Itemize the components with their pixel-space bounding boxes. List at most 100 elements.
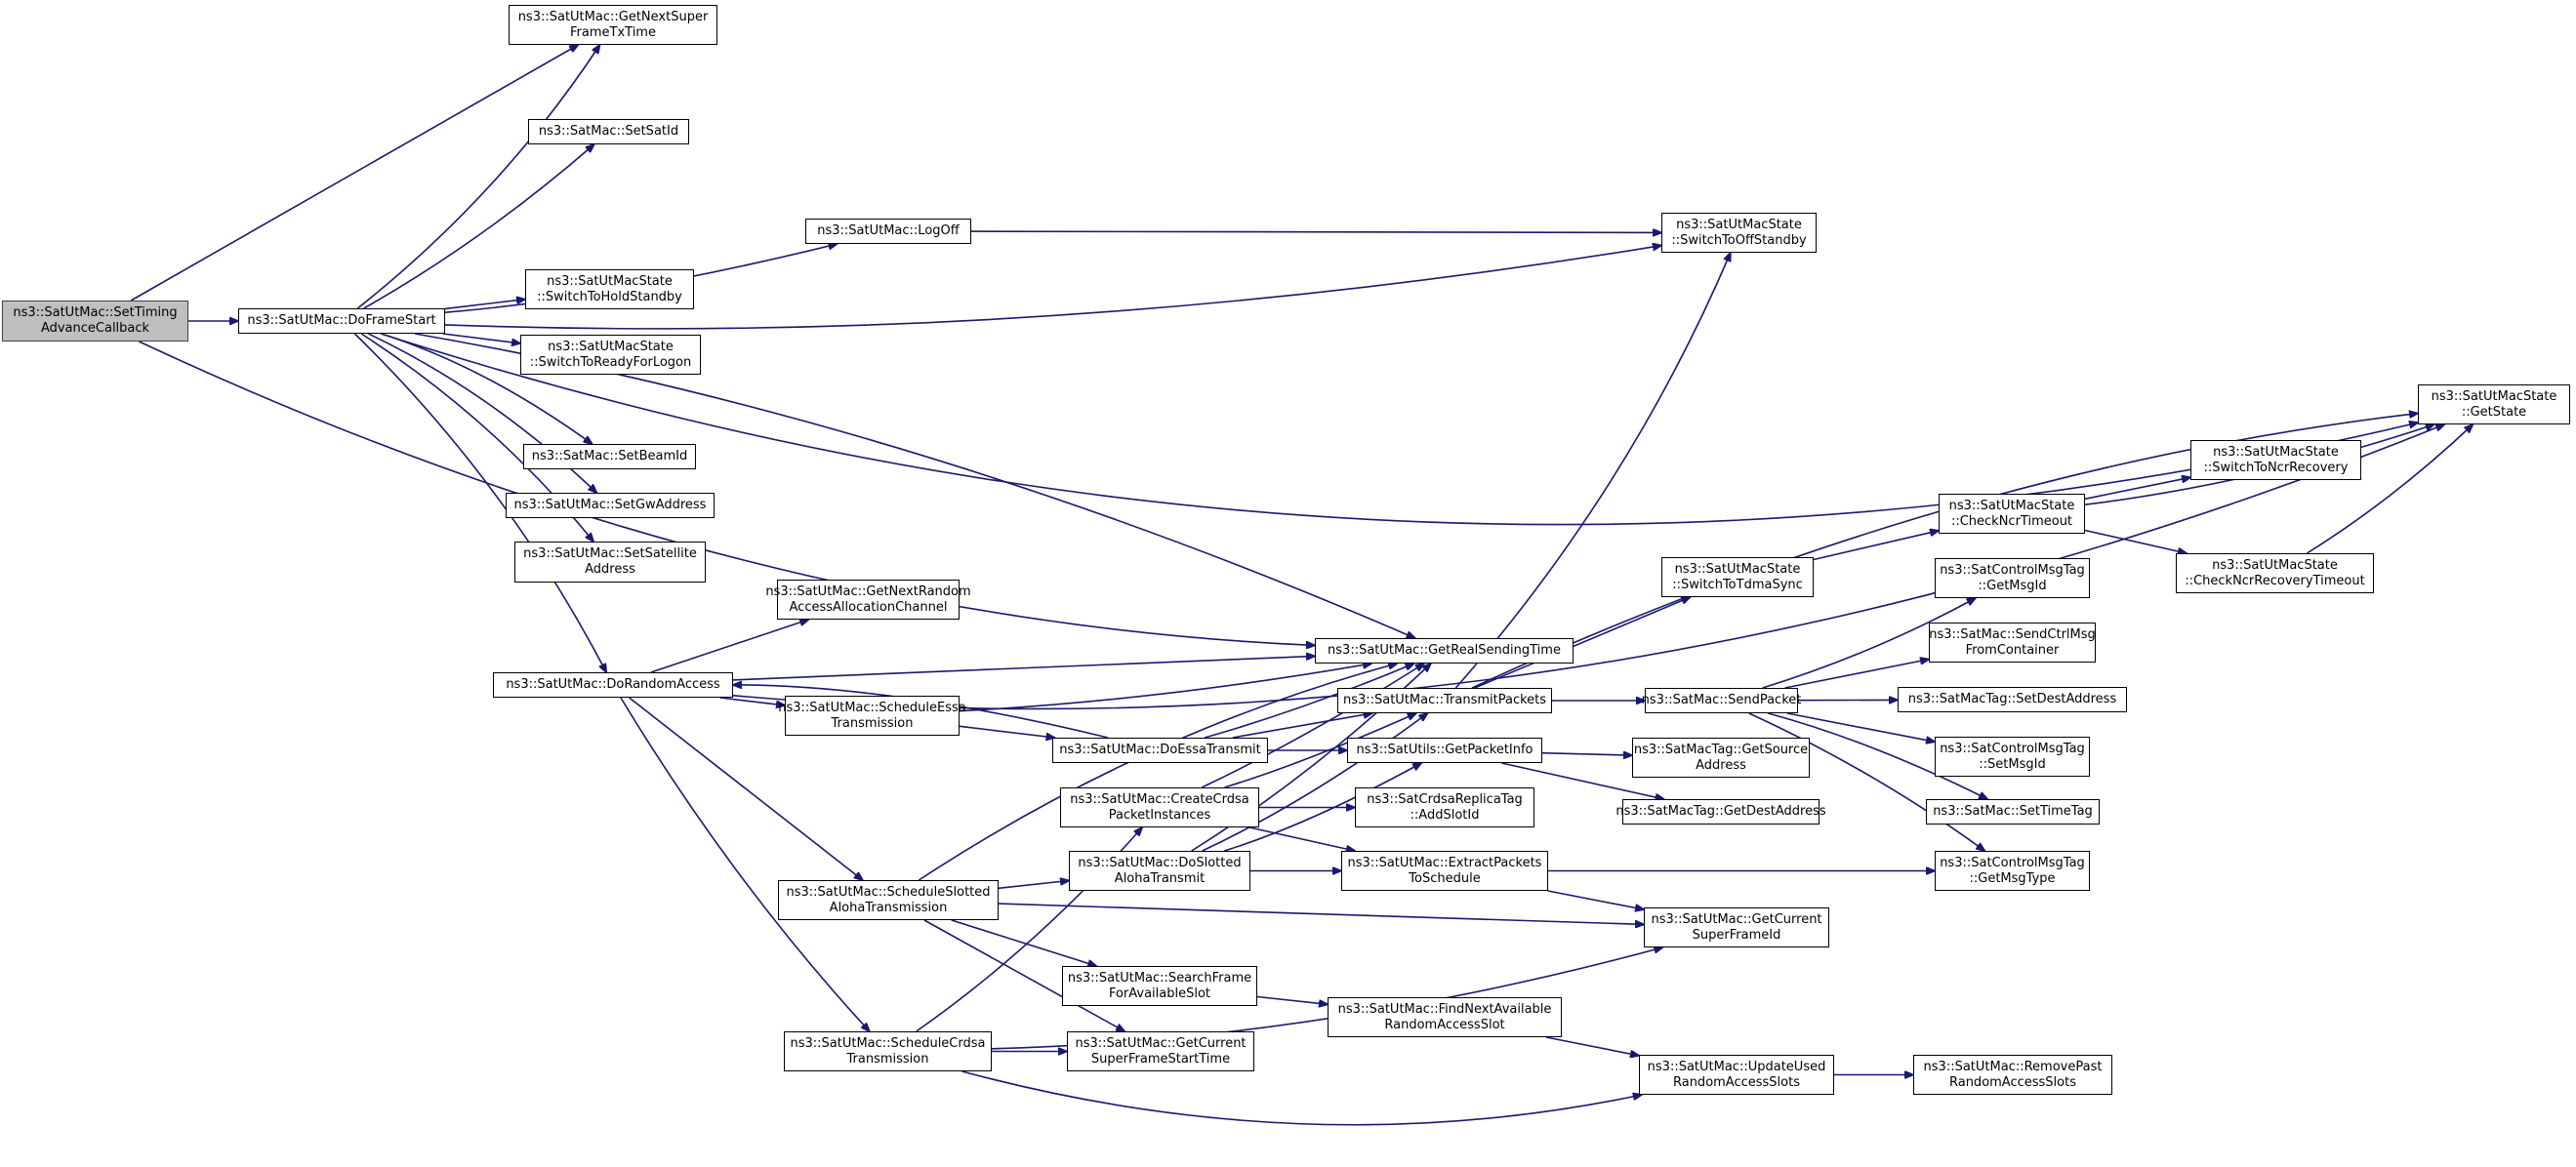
- node-label-line: ToSchedule: [1409, 871, 1480, 887]
- node-send-packet[interactable]: ns3::SatMac::SendPacket: [1645, 688, 1798, 713]
- node-label-line: Transmission: [832, 716, 914, 732]
- call-edge: [131, 45, 578, 301]
- call-edge: [1249, 827, 1355, 851]
- node-label-line: ns3::SatUtMac::RemovePast: [1924, 1060, 2103, 1075]
- call-edge: [960, 726, 1055, 738]
- call-edge: [621, 698, 870, 1031]
- node-set-sat-id[interactable]: ns3::SatMac::SetSatId: [528, 119, 689, 144]
- node-transmit-packets[interactable]: ns3::SatUtMac::TransmitPackets: [1337, 688, 1552, 713]
- node-label-line: ns3::SatUtMacState: [2213, 445, 2339, 461]
- node-add-slot-id[interactable]: ns3::SatCrdsaReplicaTag::AddSlotId: [1355, 787, 1534, 827]
- node-label-line: ns3::SatUtMacState: [1675, 562, 1801, 578]
- node-label-line: SuperFrameId: [1693, 928, 1781, 944]
- node-label-line: ns3::SatUtMac::GetCurrent: [1651, 912, 1821, 928]
- node-set-dest-address[interactable]: ns3::SatMacTag::SetDestAddress: [1898, 687, 2127, 712]
- node-check-ncr-recovery-timeout[interactable]: ns3::SatUtMacState::CheckNcrRecoveryTime…: [2176, 553, 2374, 593]
- node-label-line: ns3::SatUtMac::GetRealSendingTime: [1328, 643, 1561, 659]
- call-edge: [919, 664, 1397, 880]
- node-label-line: ns3::SatUtMacState: [548, 340, 674, 355]
- node-label-line: ::SwitchToNcrRecovery: [2204, 461, 2349, 476]
- node-label-line: ns3::SatControlMsgTag: [1940, 563, 2085, 579]
- node-set-time-tag[interactable]: ns3::SatMac::SetTimeTag: [1926, 799, 2100, 825]
- node-do-frame-start[interactable]: ns3::SatUtMac::DoFrameStart: [238, 308, 445, 334]
- node-label-line: ns3::SatUtMacState: [1676, 218, 1802, 233]
- node-do-essa-transmit[interactable]: ns3::SatUtMac::DoEssaTransmit: [1052, 738, 1268, 763]
- node-do-random-access[interactable]: ns3::SatUtMac::DoRandomAccess: [493, 672, 733, 698]
- node-label-line: AdvanceCallback: [41, 321, 149, 337]
- node-set-gw-address[interactable]: ns3::SatUtMac::SetGwAddress: [506, 493, 715, 518]
- call-edge: [445, 300, 525, 309]
- node-label-line: AccessAllocationChannel: [790, 600, 948, 616]
- node-label-line: FromContainer: [1966, 643, 2060, 659]
- node-set-msg-id[interactable]: ns3::SatControlMsgTag::SetMsgId: [1935, 737, 2090, 777]
- node-label-line: Transmission: [847, 1052, 929, 1067]
- call-edge: [1548, 891, 1644, 909]
- call-edge: [1203, 713, 1428, 851]
- node-label-line: ns3::SatUtMac::LogOff: [817, 223, 959, 239]
- node-label-line: ns3::SatMac::SendPacket: [1642, 693, 1802, 708]
- node-label-line: ns3::SatMac::SetSatId: [539, 124, 678, 140]
- node-label-line: ns3::SatUtMac::GetCurrent: [1075, 1036, 1246, 1052]
- node-label-line: ns3::SatUtMac::ScheduleEssa: [778, 701, 966, 716]
- node-set-beam-id[interactable]: ns3::SatMac::SetBeamId: [523, 444, 696, 469]
- node-get-msg-type[interactable]: ns3::SatControlMsgTag::GetMsgType: [1935, 851, 2090, 891]
- node-switch-to-off-standby[interactable]: ns3::SatUtMacState::SwitchToOffStandby: [1661, 213, 1817, 253]
- node-label-line: ns3::SatUtMac::ScheduleCrdsa: [791, 1036, 986, 1052]
- node-get-packet-info[interactable]: ns3::SatUtils::GetPacketInfo: [1347, 738, 1542, 763]
- node-label-line: ns3::SatControlMsgTag: [1940, 856, 2085, 871]
- node-label-line: ::CheckNcrTimeout: [1951, 514, 2072, 530]
- node-switch-to-hold-standby[interactable]: ns3::SatUtMacState::SwitchToHoldStandby: [525, 269, 694, 309]
- node-label-line: ::GetMsgId: [1978, 579, 2046, 594]
- node-switch-to-tdma-sync[interactable]: ns3::SatUtMacState::SwitchToTdmaSync: [1661, 557, 1814, 597]
- node-switch-to-ncr-recovery[interactable]: ns3::SatUtMacState::SwitchToNcrRecovery: [2190, 440, 2361, 480]
- node-label-line: ::AddSlotId: [1411, 808, 1480, 824]
- call-edge: [1455, 253, 1730, 688]
- node-label-line: ns3::SatUtMac::SetGwAddress: [514, 498, 707, 513]
- node-label-line: ns3::SatUtMac::UpdateUsed: [1648, 1060, 1826, 1075]
- node-label-line: ns3::SatUtMacState: [1949, 499, 2075, 514]
- node-label-line: Address: [585, 562, 635, 578]
- call-edge: [1749, 713, 1985, 851]
- node-label-line: Address: [1696, 758, 1746, 774]
- call-edge: [1542, 753, 1632, 755]
- node-switch-to-ready-for-logon[interactable]: ns3::SatUtMacState::SwitchToReadyForLogo…: [520, 335, 701, 375]
- node-check-ncr-timeout[interactable]: ns3::SatUtMacState::CheckNcrTimeout: [1939, 494, 2085, 534]
- node-label-line: ns3::SatControlMsgTag: [1940, 742, 2085, 757]
- node-label-line: ns3::SatMac::SetBeamId: [532, 449, 687, 464]
- node-label-line: ns3::SatMacTag::SetDestAddress: [1908, 692, 2116, 707]
- node-label-line: ::GetState: [2462, 405, 2526, 421]
- call-edge: [1202, 664, 1424, 787]
- call-edge: [999, 904, 1644, 924]
- node-label-line: AlohaTransmission: [830, 901, 948, 916]
- node-log-off[interactable]: ns3::SatUtMac::LogOff: [805, 219, 971, 244]
- node-label-line: ::SwitchToReadyForLogon: [530, 355, 692, 371]
- node-get-real-sending-time[interactable]: ns3::SatUtMac::GetRealSendingTime: [1315, 638, 1574, 664]
- node-get-msg-id[interactable]: ns3::SatControlMsgTag::GetMsgId: [1935, 558, 2090, 598]
- node-get-state[interactable]: ns3::SatUtMacState::GetState: [2418, 384, 2570, 424]
- node-label-line: ns3::SatMac::SetTimeTag: [1933, 804, 2093, 820]
- node-label-line: RandomAccessSlots: [1949, 1075, 2076, 1091]
- node-get-dest-address[interactable]: ns3::SatMacTag::GetDestAddress: [1622, 799, 1820, 825]
- node-label-line: ns3::SatMacTag::GetDestAddress: [1615, 804, 1825, 820]
- node-label-line: ns3::SatUtMac::ScheduleSlotted: [786, 885, 990, 901]
- node-label-line: ns3::SatCrdsaReplicaTag: [1367, 792, 1523, 808]
